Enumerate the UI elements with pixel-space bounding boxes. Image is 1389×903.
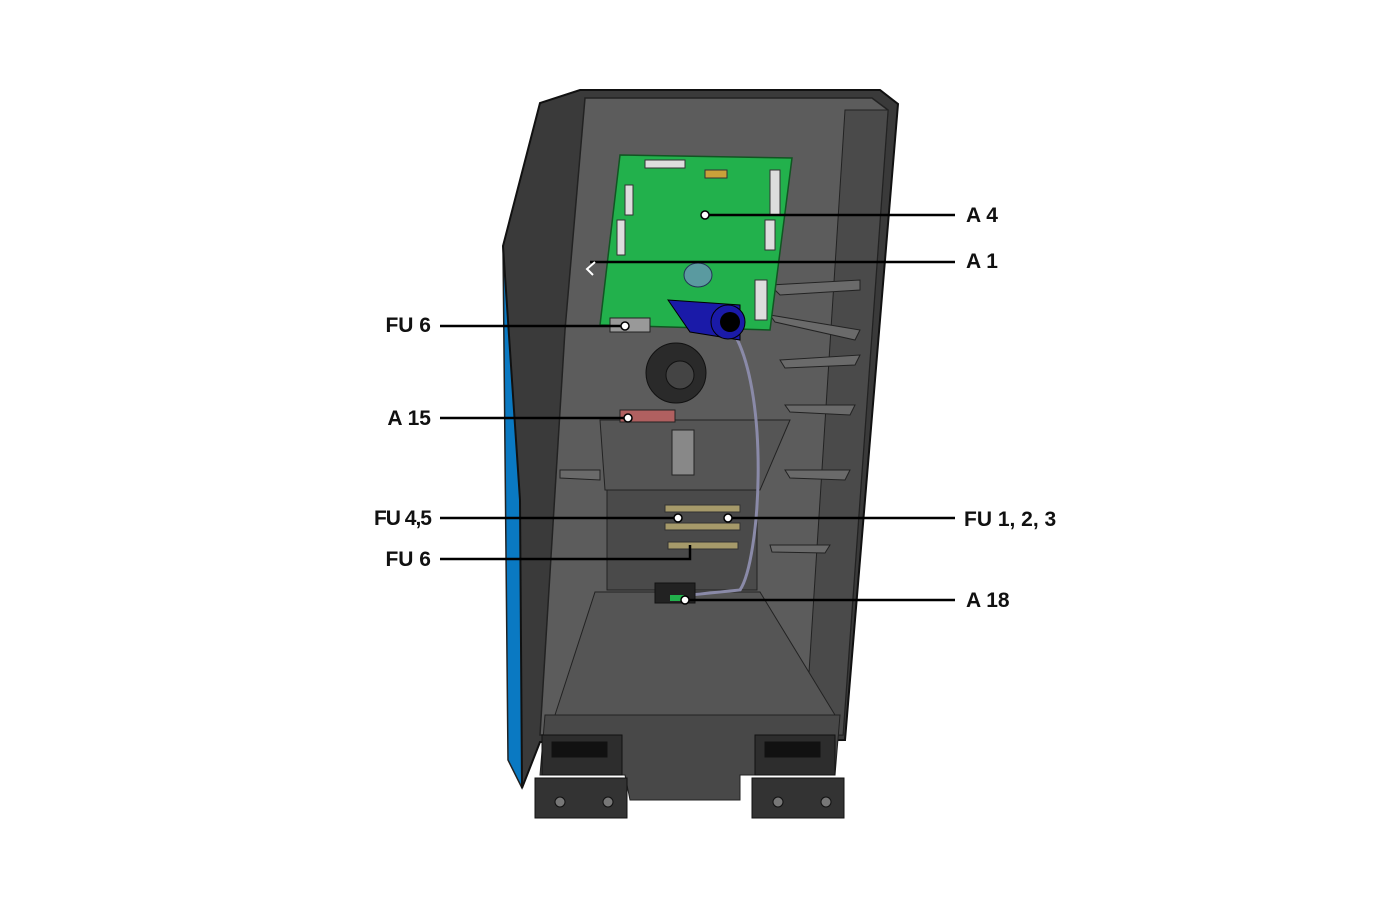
transformer [683,262,713,288]
label-a4: A 4 [966,204,998,227]
pcb-connectors [616,159,781,321]
label-a18: A 18 [966,589,1010,612]
right-wall [804,109,889,736]
label-a15: A 15 [387,407,431,430]
cable [689,334,760,597]
fuses [664,504,741,550]
label-fu6-top: FU 6 [385,314,431,337]
cooling-fins [559,279,861,554]
module-a15 [619,409,676,423]
pcb-board-a4 [599,154,793,331]
blue-component-a1 [667,299,746,341]
a1-arrow-icon [585,261,596,276]
middle-bracket [599,419,791,491]
label-fu45: FU 4,5 [373,507,432,530]
leader-endpoints [620,210,733,605]
label-fu123: FU 1, 2, 3 [964,508,1057,531]
leader-lines [440,213,955,602]
label-fu6-bottom: FU 6 [385,548,431,571]
label-a1: A 1 [966,250,998,273]
mounting-feet [534,734,845,819]
